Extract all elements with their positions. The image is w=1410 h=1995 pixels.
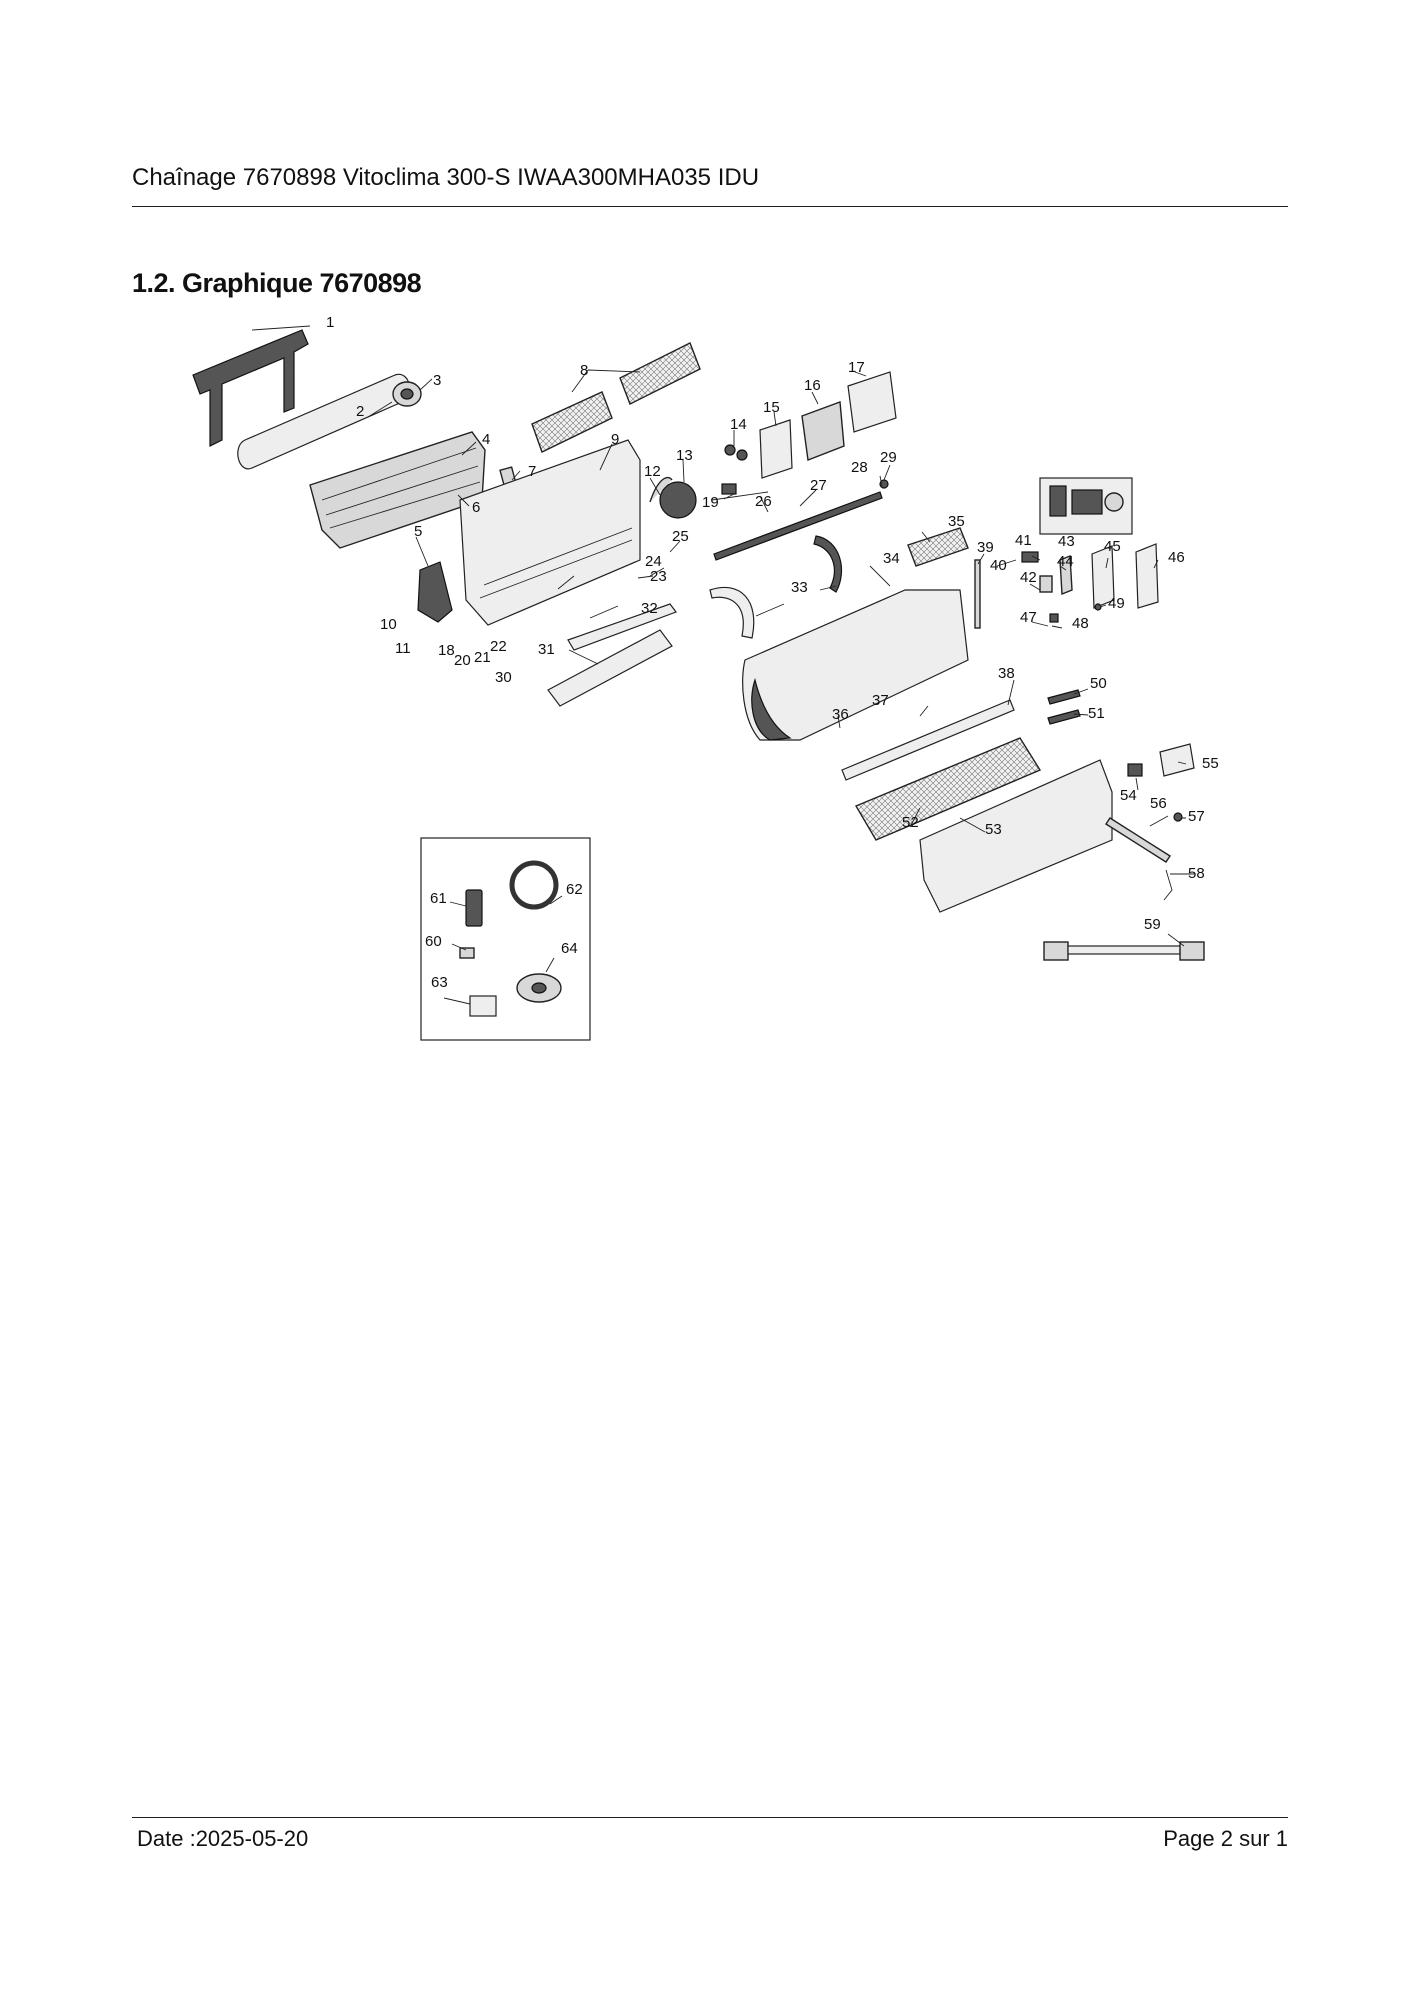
callout-4: 4 [482, 431, 490, 448]
callout-2: 2 [356, 403, 364, 420]
part-rod [974, 559, 981, 629]
callout-54: 54 [1120, 787, 1137, 804]
callout-36: 36 [832, 706, 849, 723]
callout-leader-lines [251, 325, 1194, 1005]
part-connection-cable [1043, 941, 1205, 961]
callout-21: 21 [474, 649, 491, 666]
callout-37: 37 [872, 692, 889, 709]
part-side-frame [417, 561, 453, 623]
callout-62: 62 [566, 881, 583, 898]
callout-5: 5 [414, 523, 422, 540]
callout-44: 44 [1057, 553, 1074, 570]
callout-12: 12 [644, 463, 661, 480]
part-cross-flow-fan [237, 373, 411, 470]
callout-61: 61 [430, 890, 447, 907]
footer-rule [132, 1817, 1288, 1818]
callout-42: 42 [1020, 569, 1037, 586]
callout-64: 64 [561, 940, 578, 957]
callout-63: 63 [431, 974, 448, 991]
callout-51: 51 [1088, 705, 1105, 722]
callout-45: 45 [1104, 538, 1121, 555]
callout-16: 16 [804, 377, 821, 394]
callout-48: 48 [1072, 615, 1089, 632]
part-louvers [547, 603, 677, 707]
callout-59: 59 [1144, 916, 1161, 933]
callout-35: 35 [948, 513, 965, 530]
callout-19: 19 [702, 494, 719, 511]
callout-31: 31 [538, 641, 555, 658]
part-swing-links [711, 479, 889, 561]
callout-39: 39 [977, 539, 994, 556]
callout-30: 30 [495, 669, 512, 686]
callout-41: 41 [1015, 532, 1032, 549]
callout-24: 24 [645, 553, 662, 570]
callout-53: 53 [985, 821, 1002, 838]
callout-7: 7 [528, 463, 536, 480]
callout-56: 56 [1150, 795, 1167, 812]
callout-57: 57 [1188, 808, 1205, 825]
header-rule [132, 206, 1288, 207]
callout-40: 40 [990, 557, 1007, 574]
callout-38: 38 [998, 665, 1015, 682]
part-chassis [459, 439, 641, 626]
callout-17: 17 [848, 359, 865, 376]
callout-11: 11 [395, 640, 411, 657]
callout-26: 26 [755, 493, 772, 510]
callout-47: 47 [1020, 609, 1037, 626]
part-terminal-cover [1127, 743, 1195, 777]
part-cover-plate [759, 419, 793, 479]
callout-18: 18 [438, 642, 455, 659]
callout-labels: 1 2 3 4 5 6 7 8 9 10 11 12 13 14 15 16 1… [326, 314, 1219, 991]
part-front-mesh [854, 737, 1042, 841]
callout-52: 52 [902, 814, 919, 831]
callout-9: 9 [611, 431, 619, 448]
part-clips [1047, 689, 1081, 725]
part-air-filters [531, 342, 701, 453]
part-mounting-plate [192, 329, 309, 447]
callout-33: 33 [791, 579, 808, 596]
part-electrical-box [801, 371, 897, 461]
callout-20: 20 [454, 652, 471, 669]
callout-23: 23 [650, 568, 667, 585]
callout-28: 28 [851, 459, 868, 476]
callout-58: 58 [1188, 865, 1205, 882]
callout-60: 60 [425, 933, 442, 950]
callout-32: 32 [641, 600, 658, 617]
accessories-box [420, 837, 591, 1041]
callout-49: 49 [1108, 595, 1125, 612]
callout-14: 14 [730, 416, 747, 433]
part-front-cover [919, 759, 1113, 913]
callout-43: 43 [1058, 533, 1075, 550]
callout-1: 1 [326, 314, 334, 331]
callout-15: 15 [763, 399, 780, 416]
part-sensors [1105, 812, 1183, 901]
callout-3: 3 [433, 372, 441, 389]
part-top-grille [907, 527, 969, 567]
callout-46: 46 [1168, 549, 1185, 566]
section-title: 1.2. Graphique 7670898 [132, 268, 422, 298]
part-side-covers [709, 535, 843, 639]
callout-10: 10 [380, 616, 397, 633]
callout-8: 8 [580, 362, 588, 379]
part-front-panel-frame [742, 589, 969, 741]
part-bearing [392, 381, 422, 407]
callout-13: 13 [676, 447, 693, 464]
callout-6: 6 [472, 499, 480, 516]
callout-55: 55 [1202, 755, 1219, 772]
part-small-components [721, 444, 748, 495]
part-evaporator [309, 431, 486, 549]
callout-25: 25 [672, 528, 689, 545]
callout-50: 50 [1090, 675, 1107, 692]
part-electronics [1021, 477, 1159, 623]
footer-page-number: Page 2 sur 1 [1163, 1826, 1288, 1851]
part-display-strip [841, 699, 1015, 781]
callout-27: 27 [810, 477, 827, 494]
callout-34: 34 [883, 550, 900, 567]
part-fan-motor [649, 476, 697, 519]
footer-date: Date :2025-05-20 [137, 1826, 309, 1851]
document-header-title: Chaînage 7670898 Vitoclima 300-S IWAA300… [132, 164, 760, 191]
callout-29: 29 [880, 449, 897, 466]
callout-22: 22 [490, 638, 507, 655]
